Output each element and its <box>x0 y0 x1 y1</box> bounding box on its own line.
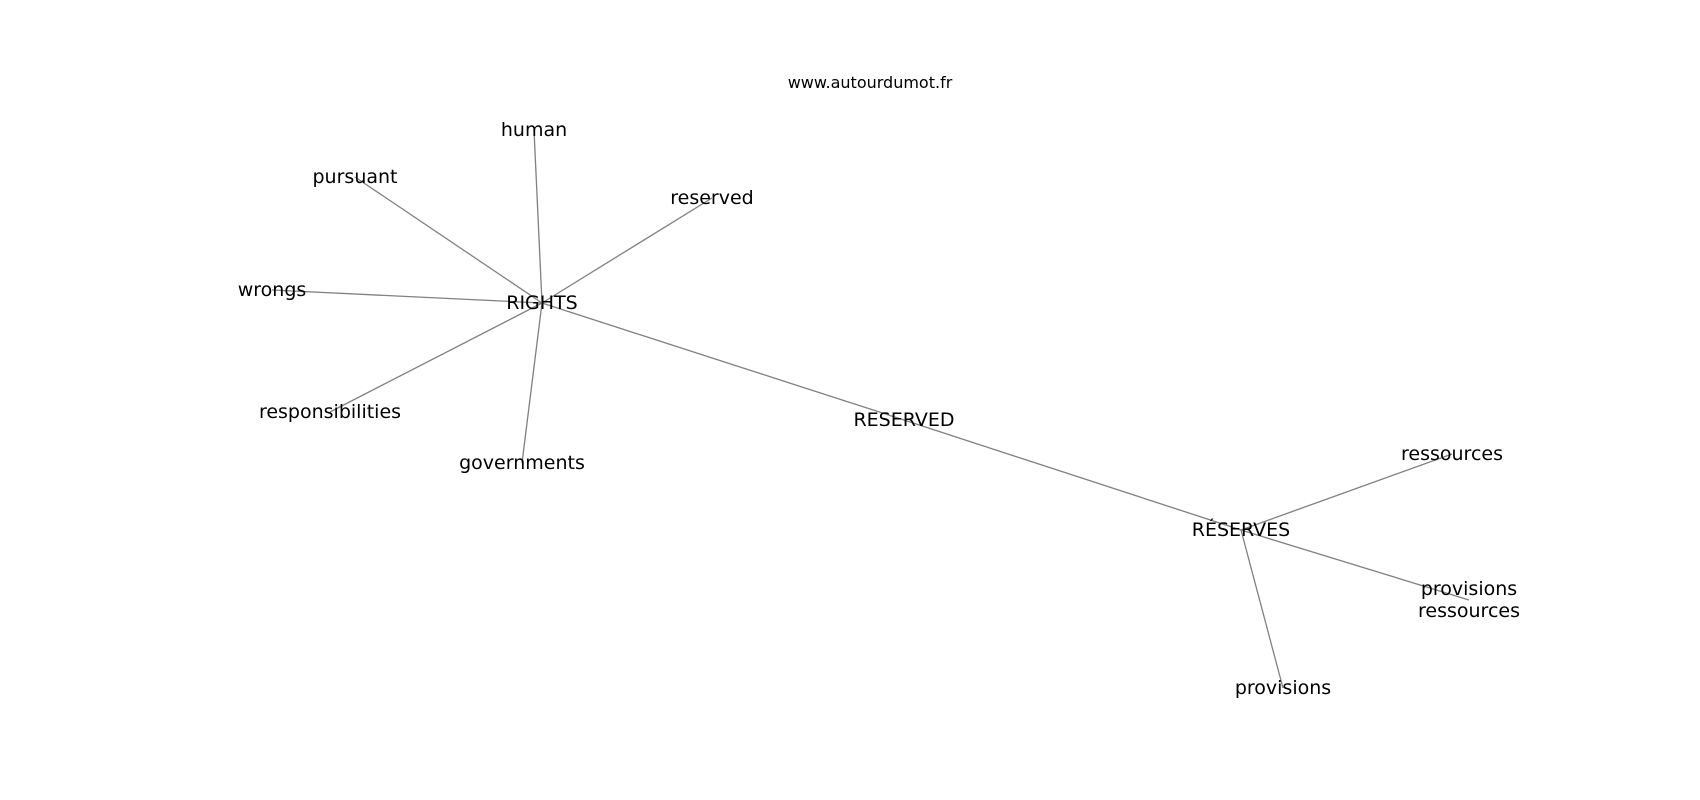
node-label-line: pursuant <box>313 166 398 188</box>
node-label-line: reserved <box>670 187 753 209</box>
edge-reserves-provisions <box>1240 529 1284 689</box>
edge-rights-pursuant <box>354 176 543 304</box>
source-watermark: www.autourdumot.fr <box>788 73 953 92</box>
edge-rights-reserved <box>541 197 713 304</box>
node-label-line: provisions <box>1421 578 1517 600</box>
node-rights[interactable]: RIGHTS <box>506 292 577 314</box>
node-pursuant[interactable]: pursuant <box>313 166 398 188</box>
node-provisions[interactable]: provisions <box>1235 677 1331 699</box>
edge-rights-governments <box>521 302 543 464</box>
edges-layer <box>271 129 1470 689</box>
node-label-line: governments <box>459 452 585 474</box>
edge-reserves-provisions-ressources <box>1240 529 1470 601</box>
node-label-line: RIGHTS <box>506 292 577 314</box>
edge-rights-human <box>533 129 543 304</box>
node-reserved[interactable]: reserved <box>670 187 753 209</box>
node-label-line: provisions <box>1235 677 1331 699</box>
node-label-line: wrongs <box>238 279 307 301</box>
node-human[interactable]: human <box>501 119 567 141</box>
nodes-layer: RIGHTS RESERVED RÉSERVES human pursuant reser… <box>238 119 1520 699</box>
edge-rights-responsibilities <box>329 302 543 413</box>
node-wrongs[interactable]: wrongs <box>238 279 307 301</box>
edge-reserved-reserves <box>903 419 1242 531</box>
node-ressources[interactable]: ressources <box>1401 443 1503 465</box>
node-reserved[interactable]: RESERVED <box>853 409 954 431</box>
node-reserves[interactable]: RÉSERVES <box>1192 518 1291 541</box>
node-governments[interactable]: governments <box>459 452 585 474</box>
node-responsibilities[interactable]: responsibilities <box>259 401 401 423</box>
node-label-line: human <box>501 119 567 141</box>
edge-reserves-ressources <box>1240 453 1453 531</box>
node-label-line: ressources <box>1418 600 1520 622</box>
node-label-line: ressources <box>1401 443 1503 465</box>
node-label-line: RÉSERVES <box>1192 518 1291 541</box>
node-label-line: RESERVED <box>853 409 954 431</box>
edge-rights-reserved <box>541 302 905 421</box>
edge-rights-wrongs <box>271 289 543 304</box>
node-label-line: responsibilities <box>259 401 401 423</box>
